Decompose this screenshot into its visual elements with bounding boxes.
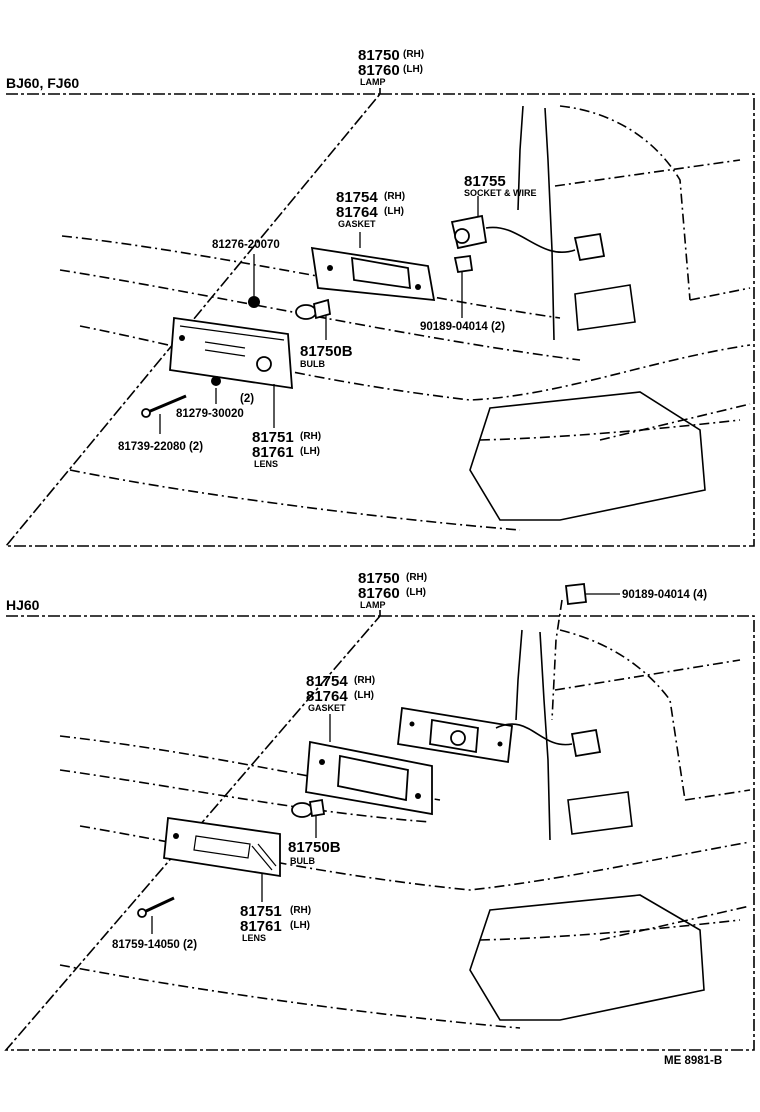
top-lens-desc: LENS — [254, 459, 278, 469]
top-lens: 81751 (RH) 81761 (LH) LENS — [169, 316, 321, 469]
drawing-reference-code: ME 8981-B — [664, 1055, 722, 1067]
top-body-outline — [59, 105, 751, 531]
top-screw-part: 81739-22080 (2) — [118, 441, 203, 453]
top-lamp-desc: LAMP — [360, 77, 386, 87]
bottom-lens-rh-tag: (RH) — [290, 905, 311, 916]
bottom-gasket-rh-tag: (RH) — [354, 675, 375, 686]
bottom-frame — [4, 610, 755, 1051]
top-panel: BJ60, FJ60 81750 (RH) 81760 (LH) LAMP — [4, 47, 755, 547]
bottom-bulb-desc: BULB — [290, 856, 315, 866]
bottom-bulb: 81750B BULB — [288, 798, 341, 866]
top-grommet-part: 81279-30020 — [176, 408, 244, 420]
bottom-body-outline — [59, 629, 751, 1029]
top-bulb-desc: BULB — [300, 359, 325, 369]
bottom-lamp-label: 81750 (RH) 81760 (LH) LAMP — [358, 570, 427, 610]
bottom-gasket: 81754 (RH) 81764 (LH) GASKET — [305, 673, 433, 816]
top-gasket-desc: GASKET — [338, 219, 376, 229]
top-socket-number: 81755 — [464, 173, 506, 190]
top-gasket: 81754 (RH) 81764 (LH) GASKET — [310, 189, 436, 302]
top-lamp-lh-tag: (LH) — [403, 64, 423, 75]
bottom-lens: 81751 (RH) 81761 (LH) LENS — [163, 816, 311, 943]
bottom-clip: 90189-04014 (4) — [551, 583, 707, 721]
top-lamp-label: 81750 (RH) 81760 (LH) LAMP — [358, 47, 424, 87]
bottom-screw: 81759-14050 (2) — [112, 896, 197, 951]
top-lamp-rh-tag: (RH) — [403, 49, 424, 60]
top-gasket-lh-tag: (LH) — [384, 206, 404, 217]
bottom-lamp-desc: LAMP — [360, 600, 386, 610]
top-lens-rh-number: 81751 — [252, 429, 294, 446]
top-lamp-rh-number: 81750 — [358, 47, 400, 64]
bottom-lamp-housing — [397, 706, 602, 764]
bottom-lamp-rh-number: 81750 — [358, 570, 400, 587]
top-lens-lh-tag: (LH) — [300, 446, 320, 457]
top-bulb: 81750B BULB — [295, 298, 353, 369]
bottom-lamp-rh-tag: (RH) — [406, 572, 427, 583]
bottom-screw-part: 81759-14050 (2) — [112, 939, 197, 951]
bottom-lamp-lh-number: 81760 — [358, 585, 400, 602]
bottom-variant-label: HJ60 — [6, 597, 40, 613]
bottom-bulb-number: 81750B — [288, 839, 341, 856]
top-socket-desc: SOCKET & WIRE — [464, 188, 537, 198]
top-gasket-lh-number: 81764 — [336, 204, 378, 221]
bottom-lens-lh-number: 81761 — [240, 918, 282, 935]
bottom-lens-lh-tag: (LH) — [290, 920, 310, 931]
top-lens-lh-number: 81761 — [252, 444, 294, 461]
bottom-gasket-lh-tag: (LH) — [354, 690, 374, 701]
top-screw: 81739-22080 (2) — [118, 394, 203, 453]
bottom-gasket-desc: GASKET — [308, 703, 346, 713]
top-gasket-rh-number: 81754 — [336, 189, 378, 206]
top-lens-rh-tag: (RH) — [300, 431, 321, 442]
top-grommet: (2) 81279-30020 — [176, 376, 254, 420]
top-frame — [4, 88, 755, 547]
top-lamp-lh-number: 81760 — [358, 62, 400, 79]
bottom-lamp-lh-tag: (LH) — [406, 587, 426, 598]
top-clip-part: 90189-04014 (2) — [420, 321, 505, 333]
top-socket-wire: 81755 SOCKET & WIRE — [450, 173, 606, 262]
bottom-gasket-rh-number: 81754 — [306, 673, 348, 690]
top-nut-part: 81276-20070 — [212, 239, 280, 251]
bottom-gasket-lh-number: 81764 — [306, 688, 348, 705]
top-gasket-rh-tag: (RH) — [384, 191, 405, 202]
bottom-clip-part: 90189-04014 (4) — [622, 589, 707, 601]
top-variant-label: BJ60, FJ60 — [6, 75, 79, 91]
bottom-lens-desc: LENS — [242, 933, 266, 943]
bottom-lens-rh-number: 81751 — [240, 903, 282, 920]
bottom-panel: HJ60 81750 (RH) 81760 (LH) LAMP 90189-04… — [4, 570, 755, 1051]
top-nut: 81276-20070 — [212, 239, 280, 308]
top-clip: 90189-04014 (2) — [420, 254, 505, 333]
top-grommet-qty: (2) — [240, 393, 254, 405]
top-bulb-number: 81750B — [300, 343, 353, 360]
